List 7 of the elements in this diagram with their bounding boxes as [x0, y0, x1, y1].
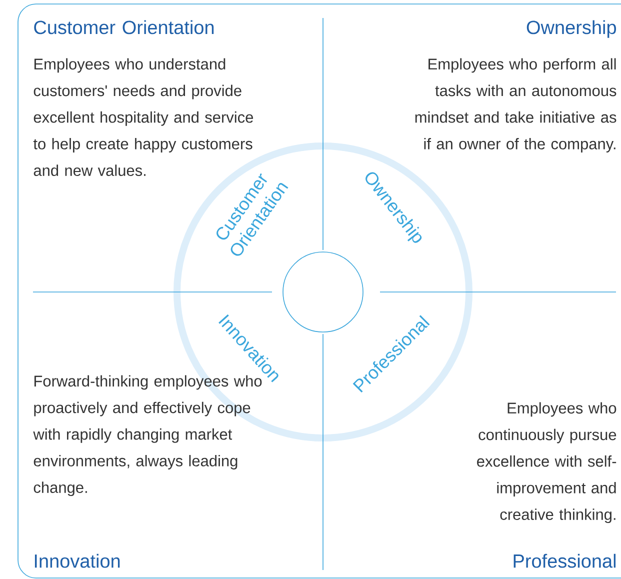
heading-text: Innovation: [34, 554, 120, 568]
body-text: Employees who continuously pursue excellence with self-improvement and creative thinking.: [477, 402, 616, 524]
body-text: Employees who perform all tasks with an autonomous mindset and take initiative as if an owner of the company.: [415, 58, 616, 152]
heading-text: Professional: [514, 554, 616, 568]
heading-text: Customer Orientation: [34, 20, 214, 34]
heading-text: Ownership: [526, 20, 616, 38]
body-text: Employees who understand customers' needs and provide excellent hospitality and service to help create happy customers and new values.: [33, 58, 254, 176]
